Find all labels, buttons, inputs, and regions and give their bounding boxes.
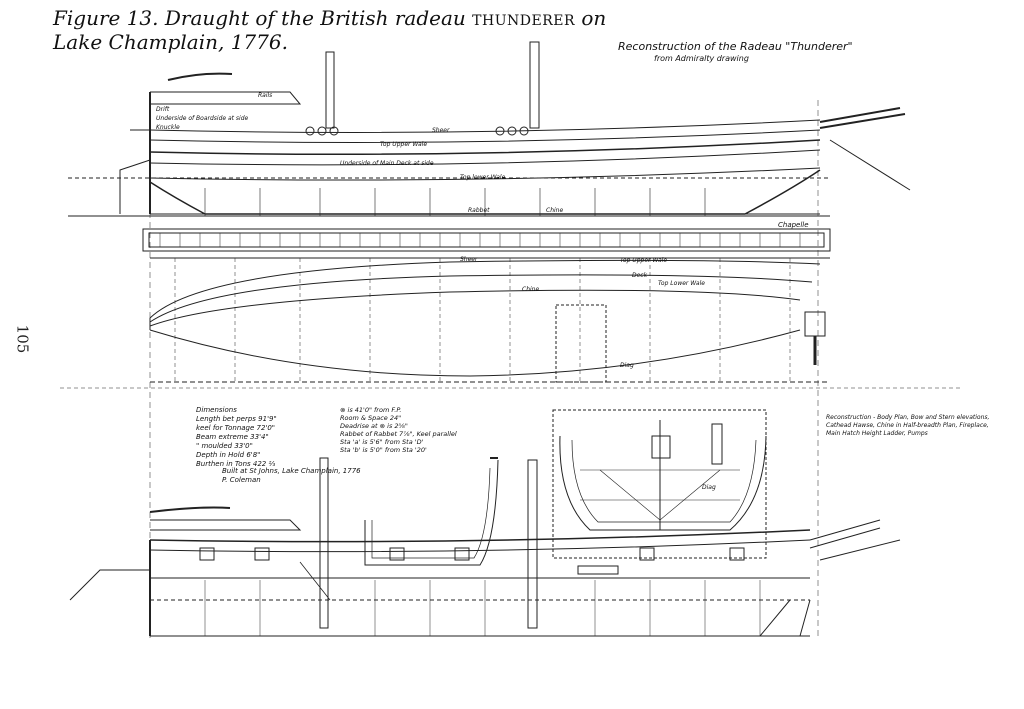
caption-line-1: Figure 13. Draught of the British radeau… [53, 6, 607, 30]
body-plan [552, 409, 767, 559]
label-chine: Chine [546, 207, 564, 214]
plan-label-top-upper-wale: Top Upper Wale [620, 257, 668, 264]
label-boardside: Underside of Boardside at side [156, 115, 249, 122]
label-top-lower-wale: Top lower Wale [460, 174, 506, 181]
plan-label-chine: Chine [522, 286, 540, 293]
sheer-profile [68, 41, 911, 217]
plan-label-deck: Deck [632, 272, 648, 279]
station-notes: ⊗ is 41'0" from F.P. Room & Space 24" De… [340, 406, 457, 454]
main-mast [529, 41, 540, 129]
label-rails: Rails [258, 92, 273, 99]
dimensions-table: Dimensions Length bet perps 91'9" keel f… [196, 406, 277, 468]
built-note: Built at St Johns, Lake Champlain, 1776 … [222, 467, 361, 484]
label-drift: Drift [156, 106, 170, 113]
reconstruction-title: Reconstruction of the Radeau "Thunderer" [618, 40, 853, 53]
label-rabbet: Rabbet [468, 207, 490, 214]
fore-mast [325, 51, 335, 129]
plan-label-top-lower-wale: Top Lower Wale [658, 280, 705, 287]
half-breadth-plan [149, 257, 830, 383]
label-knuckle: Knuckle [156, 124, 180, 131]
inboard-profile [69, 457, 901, 637]
caption-line-2: Lake Champlain, 1776. [53, 30, 288, 54]
reconstruction-note: Reconstruction - Body Plan, Bow and Ster… [826, 414, 990, 437]
body-label-diag: Diag [702, 484, 716, 491]
reconstruction-subtitle: from Admiralty drawing [654, 54, 749, 63]
plan-label-diag: Diag [620, 362, 634, 369]
signature: Chapelle [778, 221, 809, 229]
label-top-upper-wale: Top Upper Wale [380, 141, 428, 148]
keel-plan [142, 228, 831, 252]
plan-label-sheer: Sheer [460, 256, 478, 263]
midship-section [364, 457, 499, 566]
label-main-deck: Underside of Main Deck at side [340, 160, 434, 167]
figure-caption: Figure 13. Draught of the British radeau… [53, 6, 606, 54]
ship-name: thunderer [472, 6, 575, 30]
label-sheer: Sheer [432, 127, 450, 134]
